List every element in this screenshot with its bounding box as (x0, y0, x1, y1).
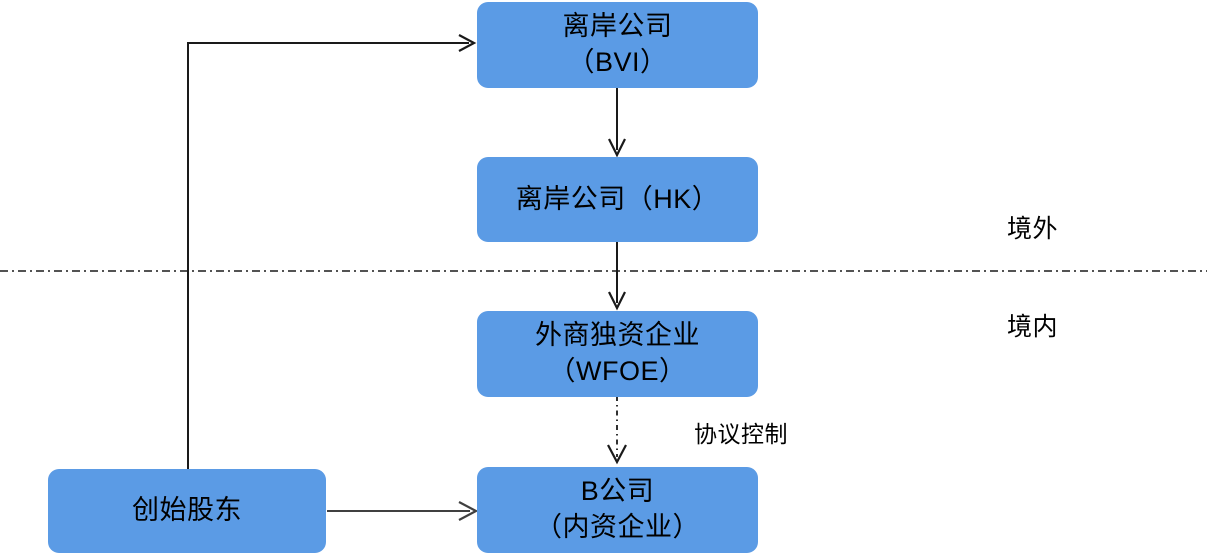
node-offshore-hk[interactable]: 离岸公司（HK） (477, 157, 758, 242)
connector-bvi-to-hk (608, 88, 626, 158)
node-wfoe[interactable]: 外商独资企业 （WFOE） (477, 311, 758, 397)
connector-hk-to-wfoe (608, 241, 626, 311)
region-label-offshore: 境外 (1007, 215, 1059, 243)
connector-wfoe-to-company (607, 396, 627, 465)
connector-founder-to-bvi (187, 34, 477, 469)
node-offshore-bvi[interactable]: 离岸公司 （BVI） (477, 2, 758, 88)
node-domestic-company[interactable]: B公司 （内资企业） (477, 467, 758, 553)
node-founder-shareholder[interactable]: 创始股东 (48, 469, 326, 553)
region-label-onshore: 境内 (1007, 313, 1059, 341)
connector-founder-to-company (327, 501, 479, 521)
edge-label-vie-control: 协议控制 (694, 421, 788, 447)
